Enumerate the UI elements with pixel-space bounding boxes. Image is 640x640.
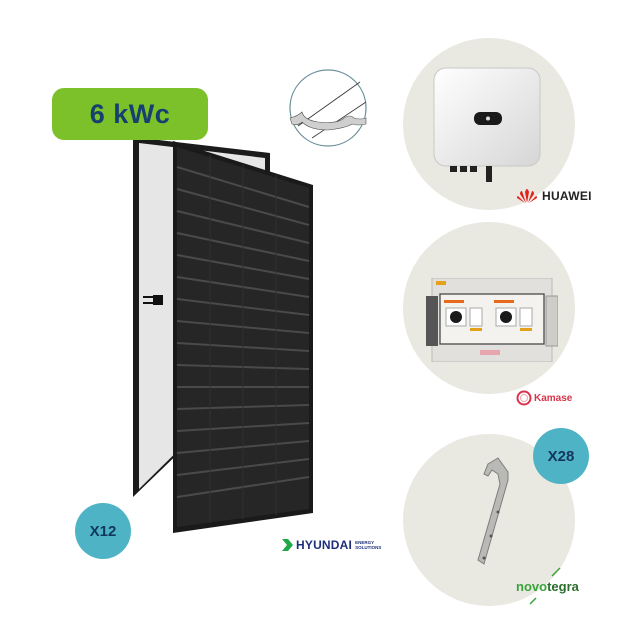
hyundai-logo: HYUNDAI ENERGY SOLUTIONS — [282, 538, 381, 552]
inverter-image — [432, 66, 544, 182]
panel-edge-detail — [288, 68, 368, 148]
novotegra-slash-icon — [529, 567, 561, 605]
huawei-logo: HUAWEI — [516, 188, 592, 204]
roof-hook-image — [454, 456, 534, 576]
hyundai-sub-line1: ENERGY — [355, 540, 375, 545]
novotegra-brand-part1: novo — [516, 579, 548, 594]
novotegra-brand-part2: tegra — [547, 579, 579, 594]
huawei-brand: HUAWEI — [542, 189, 592, 203]
protection-box-image — [426, 278, 558, 362]
hyundai-sub: ENERGY SOLUTIONS — [355, 540, 381, 550]
hyundai-sub-line2: SOLUTIONS — [355, 545, 382, 550]
novotegra-logo: novotegra — [516, 567, 579, 605]
kamase-logo: Kamase — [516, 390, 572, 406]
power-badge: 6 kWc — [52, 88, 208, 140]
hyundai-brand: HYUNDAI — [296, 538, 353, 552]
solar-panel-image — [125, 125, 325, 535]
panel-quantity-badge: X12 — [75, 503, 131, 559]
roof-hook-quantity-badge: X28 — [533, 428, 589, 484]
panel-edge-detail-icon — [289, 69, 367, 147]
kamase-ring-icon — [516, 390, 532, 406]
kamase-brand: Kamase — [534, 392, 573, 404]
hyundai-chevron-icon — [282, 539, 293, 551]
huawei-flower-icon — [517, 189, 537, 203]
